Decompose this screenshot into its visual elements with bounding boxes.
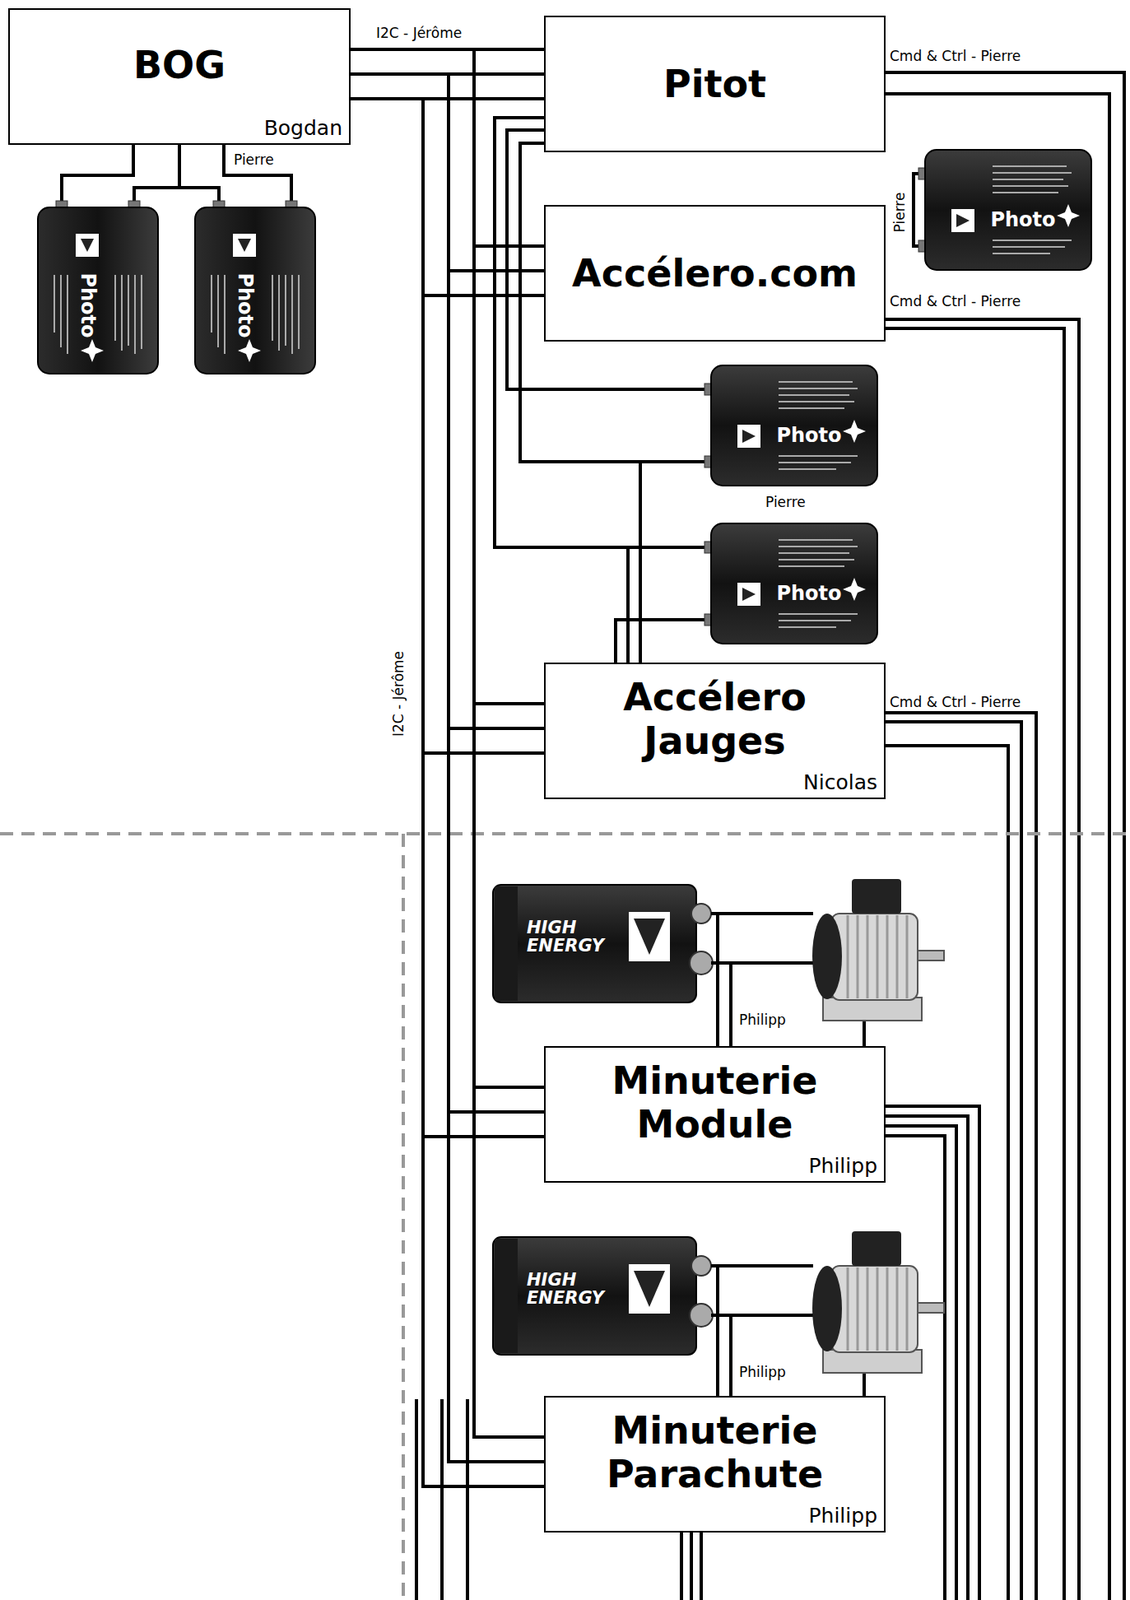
brand-label: Photo [776,581,842,606]
motor-terminal-box [851,878,902,914]
battery-terminal [691,903,712,924]
photo-battery [704,523,878,644]
photo-battery [918,149,1092,270]
owner-label: Philipp [737,1363,788,1381]
command-wire [681,1532,702,1600]
owner-label: Pierre [763,493,808,511]
module-title: Accélero Jauges [552,667,878,772]
brand-label: Photo [990,208,1056,233]
bus-label: I2C - Jérôme [374,24,464,42]
brand-label: HIGH ENERGY [526,1270,624,1307]
owner-name: Philipp [809,1154,879,1179]
photo-battery [37,200,159,374]
power-wire [615,461,707,663]
power-wire [913,173,921,247]
motor-base [823,997,922,1021]
command-wire [878,712,1037,1600]
module-title: BOG [16,13,343,117]
i2c-bus-connector [350,49,545,1487]
bus-label: I2C - Jérôme [390,649,407,739]
motor-end-cap [812,913,842,1000]
motor-shaft [917,950,944,961]
brand-label: Photo [76,272,101,338]
section-divider [0,833,1130,1600]
bus-label: Cmd & Ctrl - Pierre [888,693,1023,711]
owner-name: Philipp [809,1504,879,1529]
battery-stripe [494,886,518,1001]
module-title: Accélero.com [552,209,878,338]
power-wire [61,144,134,201]
module-box: Accélero.com [544,204,886,342]
battery-logo-mark [633,918,665,955]
module-box: Minuterie ModulePhilipp [544,1046,886,1183]
module-box: Accélero JaugesNicolas [544,662,886,800]
module-box: Pitot [544,15,886,153]
brand-label: Photo [233,272,258,338]
brand-label: HIGH ENERGY [526,918,624,955]
module-box: Minuterie ParachutePhilipp [544,1395,886,1533]
module-title: Minuterie Parachute [552,1400,878,1505]
battery-logo [628,911,670,962]
battery-9v [492,884,697,1003]
power-wire [134,144,219,201]
bus-label: Cmd & Ctrl - Pierre [888,47,1023,65]
owner-label: Pierre [232,151,276,168]
motor-group [492,1231,944,1399]
photo-battery [195,200,316,374]
owner-label: Pierre [891,190,908,235]
module-title: Pitot [552,20,878,149]
power-wire [223,144,292,201]
bus-label: Cmd & Ctrl - Pierre [888,292,1023,310]
motor-fins [847,915,907,999]
owner-name: Bogdan [264,116,343,141]
battery-terminal [689,951,713,975]
brand-label: Photo [776,423,842,448]
owner-name: Nicolas [803,771,878,796]
module-box: BOGBogdan [8,8,351,145]
module-title: Minuterie Module [552,1050,878,1155]
motor-body [831,913,918,1000]
photo-battery [704,365,878,486]
motor-group [492,878,944,1047]
layout-wires [61,72,1125,1600]
owner-label: Philipp [737,1011,788,1028]
